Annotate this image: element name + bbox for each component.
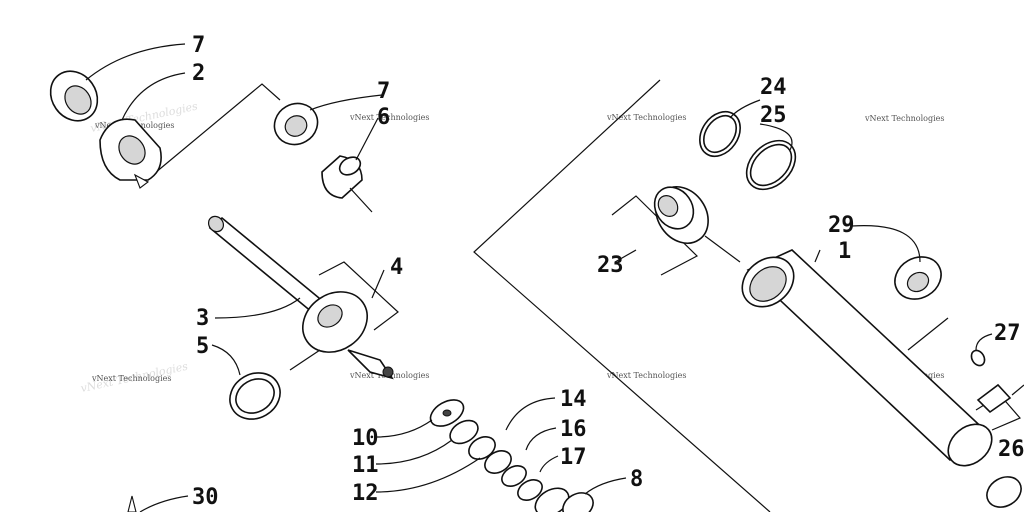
leader-lines xyxy=(85,43,1024,512)
watermark-3: vNext Technologies xyxy=(606,113,686,122)
callout-3: 3 xyxy=(196,306,209,331)
callout-6: 6 xyxy=(377,105,390,130)
callouts: 7 2 7 6 4 3 5 10 11 12 14 16 17 8 30 23 … xyxy=(192,33,1024,510)
callout-26: 26 xyxy=(998,437,1024,462)
frame-part-4 xyxy=(318,261,399,331)
callout-7b: 7 xyxy=(377,79,390,104)
callout-23: 23 xyxy=(597,253,624,278)
valve-27 xyxy=(970,349,986,367)
callout-25: 25 xyxy=(760,103,787,128)
callout-10: 10 xyxy=(352,426,379,451)
bushing-7-top-left xyxy=(49,70,99,122)
callout-17: 17 xyxy=(560,445,587,470)
callout-27: 27 xyxy=(994,321,1021,346)
eyelet-2 xyxy=(99,118,162,189)
watermark-7: vNext Technologies xyxy=(606,371,686,380)
frame-right-edge xyxy=(907,317,949,351)
ring-24 xyxy=(699,110,741,158)
part-30-tip xyxy=(127,495,137,512)
callout-14: 14 xyxy=(560,387,587,412)
fitting-26 xyxy=(976,383,1022,508)
assembly-frames xyxy=(154,79,1021,512)
callout-7a: 7 xyxy=(192,33,205,58)
sleeve-6 xyxy=(321,155,363,199)
callout-1: 1 xyxy=(838,239,851,264)
piston-4 xyxy=(302,291,394,380)
watermark-5: vNext Technologies xyxy=(91,374,171,383)
frame-upper-left xyxy=(154,83,281,174)
watermark-2: vNext Technologies xyxy=(349,113,429,122)
o-ring-5 xyxy=(229,372,281,420)
bushing-29 xyxy=(894,256,942,300)
callout-11: 11 xyxy=(352,453,379,478)
seal-head-23 xyxy=(653,186,709,244)
shim-stack xyxy=(429,399,594,512)
frame-right-left-edge xyxy=(473,79,771,512)
callout-29: 29 xyxy=(828,213,855,238)
callout-8: 8 xyxy=(630,467,643,492)
callout-5: 5 xyxy=(196,334,209,359)
callout-12: 12 xyxy=(352,481,379,506)
callout-30: 30 xyxy=(192,485,219,510)
callout-2: 2 xyxy=(192,61,205,86)
watermark-4: vNext Technologies xyxy=(864,114,944,123)
callout-24: 24 xyxy=(760,75,787,100)
bushing-7-middle xyxy=(273,102,319,146)
ring-25 xyxy=(745,139,797,191)
callout-16: 16 xyxy=(560,417,587,442)
shock-body-1 xyxy=(741,249,993,467)
callout-4: 4 xyxy=(390,255,403,280)
